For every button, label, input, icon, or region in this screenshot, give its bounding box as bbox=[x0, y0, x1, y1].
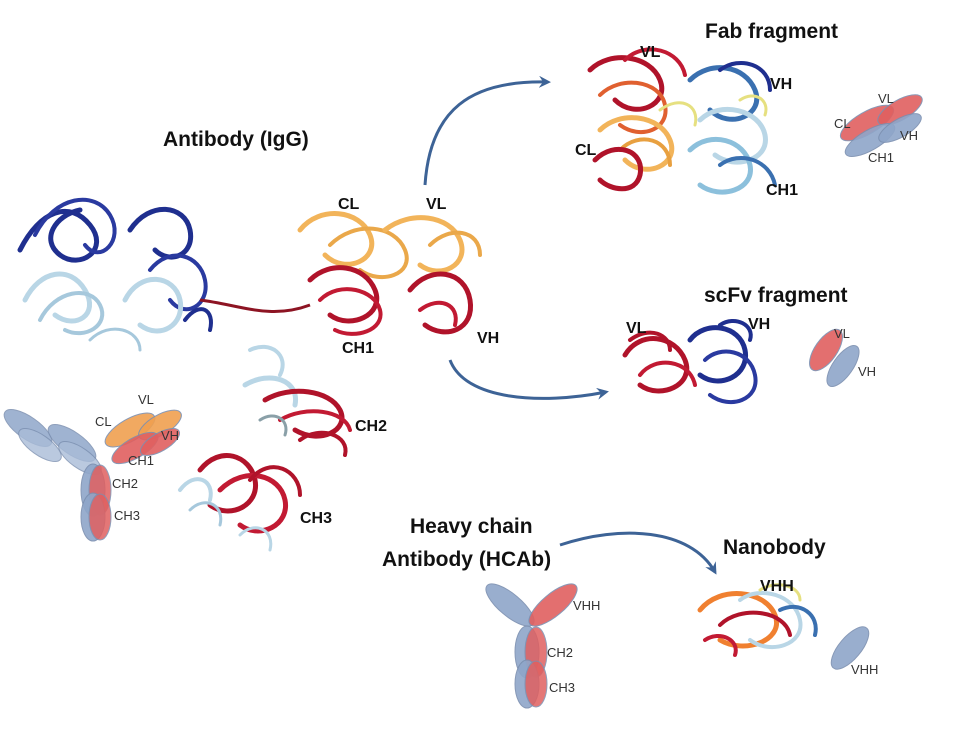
fab-schematic bbox=[839, 94, 923, 157]
igg-label-ch2: CH2 bbox=[355, 418, 388, 435]
arrows bbox=[423, 75, 717, 575]
nanobody-label-vhh: VHH bbox=[760, 578, 794, 595]
igg-label-vh: VH bbox=[477, 330, 500, 347]
scfv-schematic-label-vh: VH bbox=[858, 364, 877, 379]
fab-schematic-label-vh: VH bbox=[900, 128, 919, 143]
igg-fab-arm-right bbox=[297, 211, 482, 336]
igg-structure bbox=[17, 197, 482, 552]
igg-fab-arm-left bbox=[17, 197, 213, 352]
igg-label-ch1: CH1 bbox=[342, 340, 375, 357]
arrow-to-scfv bbox=[448, 359, 609, 400]
igg-fc bbox=[178, 344, 352, 552]
nanobody-schematic-label-vhh: VHH bbox=[851, 662, 879, 677]
nanobody-structure bbox=[697, 583, 818, 657]
fab-schematic-label-cl: CL bbox=[834, 116, 851, 131]
hcab-schematic-label-ch3: CH3 bbox=[549, 680, 576, 695]
title-scfv: scFv fragment bbox=[704, 284, 848, 307]
fab-label-vl: VL bbox=[640, 44, 661, 61]
fab-structure bbox=[587, 47, 777, 195]
hcab-schematic-label-vhh: VHH bbox=[573, 598, 601, 613]
hcab-schematic bbox=[485, 583, 578, 709]
igg-schematic-label-ch2: CH2 bbox=[112, 476, 139, 491]
scfv-schematic bbox=[809, 328, 860, 387]
igg-schematic-label-cl: CL bbox=[95, 414, 112, 429]
fab-schematic-label-vl: VL bbox=[878, 91, 894, 106]
igg-label-cl: CL bbox=[338, 196, 360, 213]
fab-schematic-label-ch1: CH1 bbox=[868, 150, 895, 165]
title-nanobody: Nanobody bbox=[723, 536, 826, 559]
scfv-schematic-label-vl: VL bbox=[834, 326, 850, 341]
title-hcab-line1: Heavy chain bbox=[410, 515, 533, 538]
arrow-to-nanobody bbox=[559, 531, 717, 575]
title-hcab-line2: Antibody (HCAb) bbox=[382, 548, 552, 571]
scfv-label-vl: VL bbox=[626, 320, 647, 337]
igg-schematic-label-vl: VL bbox=[138, 392, 154, 407]
igg-schematic-label-ch1: CH1 bbox=[128, 453, 155, 468]
nanobody-schematic bbox=[830, 626, 870, 670]
arrow-to-fab bbox=[423, 75, 551, 186]
scfv-label-vh: VH bbox=[748, 316, 771, 333]
fab-label-vh: VH bbox=[770, 76, 793, 93]
fab-label-ch1: CH1 bbox=[766, 182, 799, 199]
igg-schematic bbox=[3, 409, 182, 542]
title-fab: Fab fragment bbox=[705, 20, 839, 43]
igg-schematic-label-ch3: CH3 bbox=[114, 508, 141, 523]
igg-label-ch3: CH3 bbox=[300, 510, 333, 527]
hcab-schematic-label-ch2: CH2 bbox=[547, 645, 574, 660]
title-igg: Antibody (IgG) bbox=[163, 128, 309, 151]
fab-label-cl: CL bbox=[575, 142, 597, 159]
igg-schematic-label-vh: VH bbox=[161, 428, 180, 443]
scfv-structure bbox=[622, 319, 758, 405]
igg-label-vl: VL bbox=[426, 196, 447, 213]
igg-hinge bbox=[199, 298, 311, 313]
